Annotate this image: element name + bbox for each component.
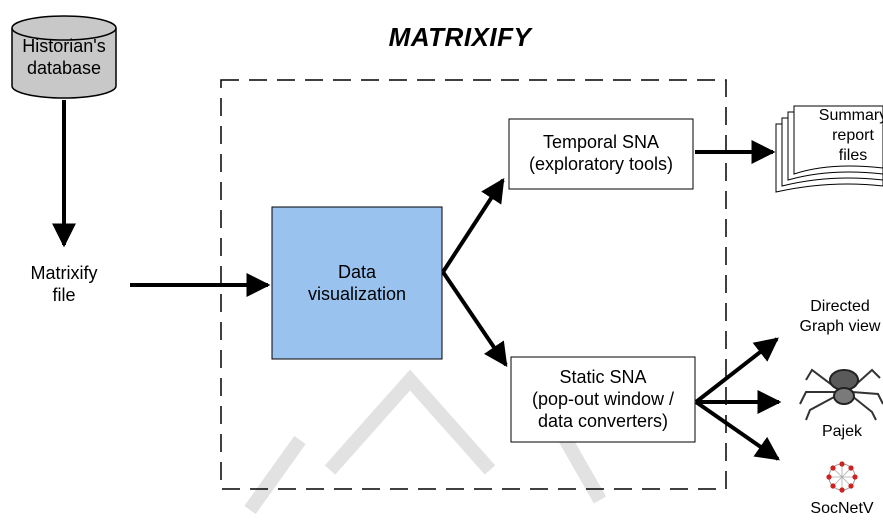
stacked-documents-icon (775, 105, 883, 193)
network-graph-icon (826, 461, 858, 493)
arrow-static-to-directed (694, 337, 779, 404)
temporal-sna-box (508, 118, 694, 190)
database-label-line2: database (26, 58, 102, 78)
data-visualization-label: Data visualization (272, 261, 442, 305)
arrow-static-to-socnetv (694, 400, 780, 461)
matrixify-boundary (220, 79, 727, 490)
summary-files-line3: files (838, 147, 868, 164)
summary-files-label: Summary report files (808, 106, 883, 166)
arrow-visualization-to-static (441, 270, 508, 367)
pajek-label: Pajek (821, 423, 863, 440)
data-visualization-box (271, 206, 443, 360)
matrixify-file-label: Matrixify file (14, 262, 114, 306)
temporal-sna-label: Temporal SNA (exploratory tools) (509, 131, 693, 175)
database-cylinder-icon (11, 15, 117, 99)
database-label-line1: Historian's (22, 36, 106, 56)
static-sna-line1: Static SNA (559, 367, 647, 387)
directed-graph-line1: Directed (810, 298, 870, 315)
arrows (52, 100, 782, 461)
spider-icon (799, 368, 883, 421)
arrow-visualization-to-temporal (441, 177, 505, 274)
data-visualization-line1: Data (337, 262, 377, 282)
directed-graph-line2: Graph view (799, 318, 881, 335)
summary-files-line1: Summary (818, 107, 883, 124)
static-sna-box (510, 356, 696, 443)
database-label: Historian's database (14, 35, 114, 79)
static-sna-line2: (pop-out window / (531, 389, 675, 409)
diagram-title: MATRIXIFY (388, 22, 532, 52)
summary-files-line2: report (832, 127, 874, 144)
matrixify-file-line2: file (52, 285, 76, 305)
temporal-sna-line2: (exploratory tools) (528, 154, 674, 174)
data-visualization-line2: visualization (307, 284, 407, 304)
socnetv-label: SocNetV (810, 500, 874, 517)
matrixify-file-line1: Matrixify (30, 263, 98, 283)
temporal-sna-line1: Temporal SNA (542, 132, 660, 152)
directed-graph-label: Directed Graph view (780, 297, 883, 337)
static-sna-line3: data converters) (537, 411, 669, 431)
static-sna-label: Static SNA (pop-out window / data conver… (511, 366, 695, 432)
